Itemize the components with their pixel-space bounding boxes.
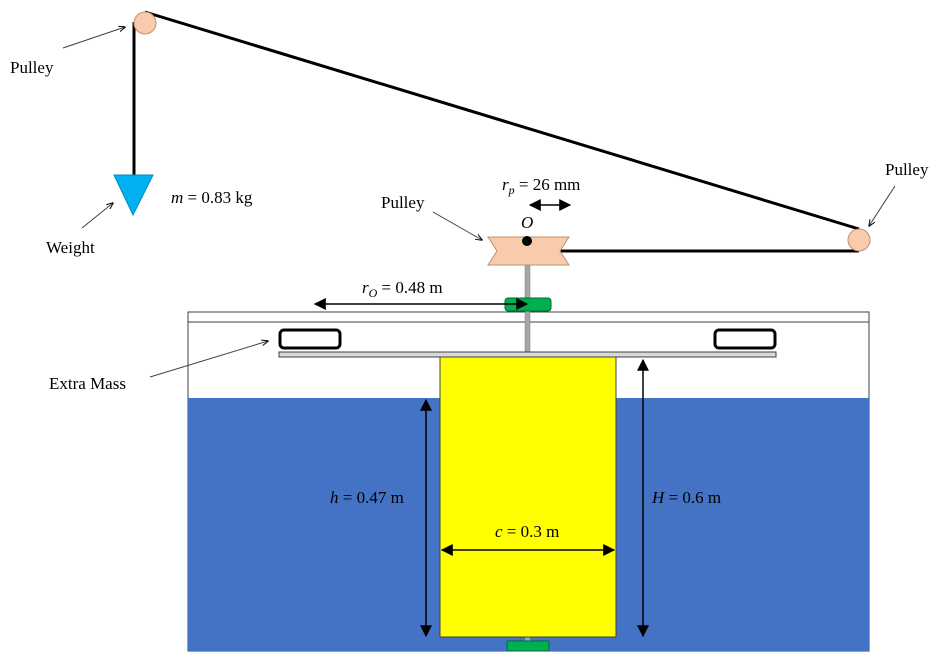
string-diagonal [144,10,860,231]
weight-leader [81,203,113,229]
mass-label: m = 0.83 kg [171,188,253,207]
pulley-right-label: Pulley [885,160,929,179]
big-h-label: H = 0.6 m [651,488,721,507]
pulley-top-left-leader [62,27,125,49]
origin-point [522,236,532,246]
extra-mass-block-left [278,328,342,350]
h-label: h = 0.47 m [330,488,404,507]
pulley-center [487,236,570,266]
c-label: c = 0.3 m [495,522,559,541]
weight-label: Weight [46,238,95,257]
extra-mass-leader [149,341,268,378]
pulley-top-left-label: Pulley [10,58,54,77]
r-o-label: rO = 0.48 m [362,278,443,300]
r-p-label: rp = 26 mm [502,175,580,197]
pulley-right [847,228,871,252]
pulley-top-left [133,11,157,35]
weight [113,174,154,217]
bottom-bearing [506,640,550,652]
extra-mass-label: Extra Mass [49,374,126,393]
cylinder [439,356,617,638]
pulley-right-leader [869,185,896,226]
extra-mass-bar [278,351,777,358]
pulley-center-label: Pulley [381,193,425,212]
extra-mass-block-right [713,328,777,350]
pulley-center-leader [432,211,482,240]
origin-label: O [521,213,533,232]
